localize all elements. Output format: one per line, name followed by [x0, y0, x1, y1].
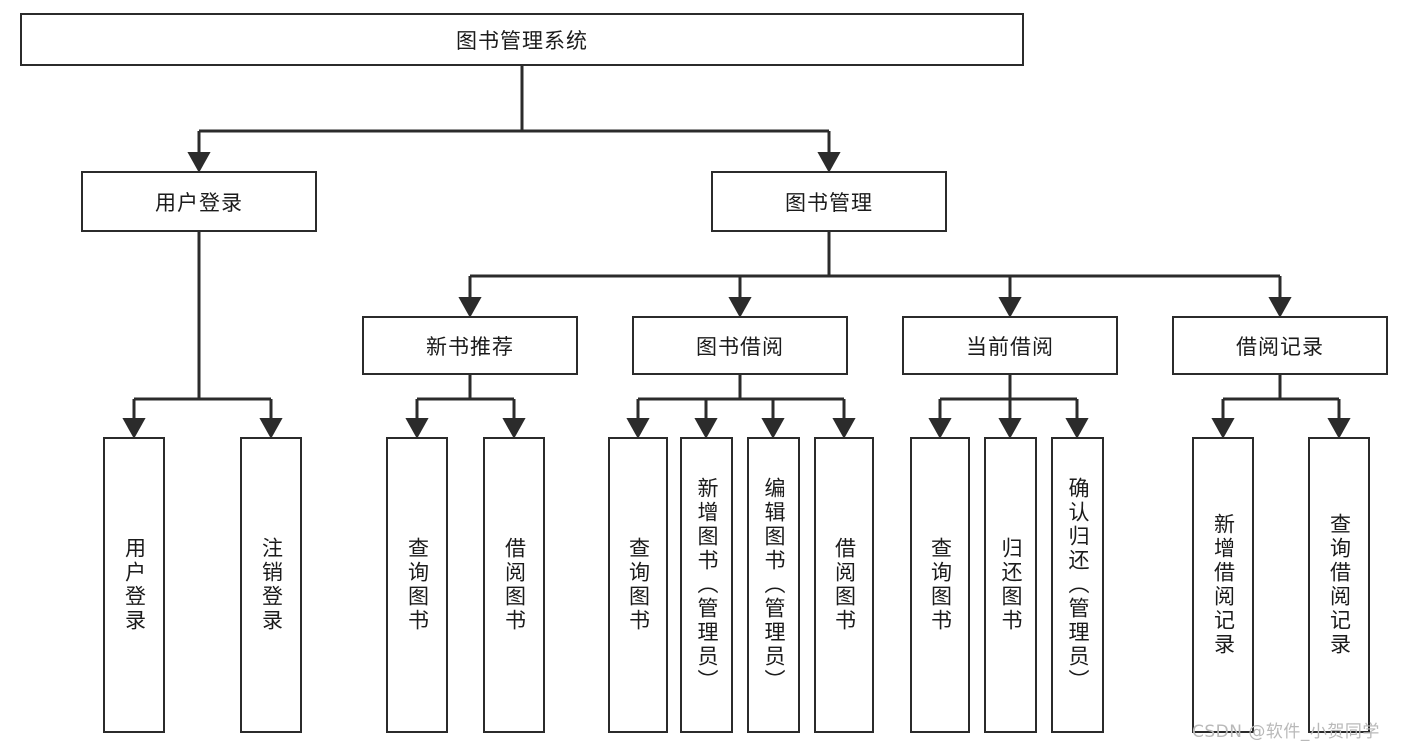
node-user-login[interactable]: 用户登录: [81, 171, 317, 232]
node-book-manage-label: 图书管理: [785, 190, 873, 215]
node-leaf-query-book-3[interactable]: 查询图书: [910, 437, 970, 733]
node-leaf-user-login[interactable]: 用户登录: [103, 437, 165, 733]
node-book-borrow[interactable]: 图书借阅: [632, 316, 848, 375]
node-leaf-query-book-1[interactable]: 查询图书: [386, 437, 448, 733]
node-leaf-edit-book[interactable]: 编辑图书（管理员）: [747, 437, 800, 733]
node-leaf-borrow-book-2[interactable]: 借阅图书: [814, 437, 874, 733]
node-leaf-add-record[interactable]: 新增借阅记录: [1192, 437, 1254, 733]
node-leaf-query-book-2[interactable]: 查询图书: [608, 437, 668, 733]
node-leaf-add-record-label: 新增借阅记录: [1211, 513, 1236, 657]
node-leaf-query-record[interactable]: 查询借阅记录: [1308, 437, 1370, 733]
csdn-watermark: CSDN @软件_小贺同学: [1192, 722, 1380, 742]
node-book-manage[interactable]: 图书管理: [711, 171, 947, 232]
node-new-book-rec[interactable]: 新书推荐: [362, 316, 578, 375]
node-leaf-confirm-return[interactable]: 确认归还（管理员）: [1051, 437, 1104, 733]
node-leaf-query-book-3-label: 查询图书: [928, 537, 953, 633]
node-book-borrow-label: 图书借阅: [696, 334, 784, 359]
node-leaf-return-book-label: 归还图书: [999, 537, 1023, 633]
node-leaf-query-book-1-label: 查询图书: [405, 537, 430, 633]
node-borrow-record-label: 借阅记录: [1236, 334, 1324, 359]
node-leaf-logout-label: 注销登录: [259, 537, 284, 633]
node-leaf-borrow-book-2-label: 借阅图书: [832, 537, 857, 633]
node-leaf-return-book[interactable]: 归还图书: [984, 437, 1037, 733]
node-root-label: 图书管理系统: [456, 28, 588, 53]
node-current-borrow[interactable]: 当前借阅: [902, 316, 1118, 375]
node-leaf-user-login-label: 用户登录: [122, 537, 147, 633]
node-leaf-query-book-2-label: 查询图书: [626, 537, 651, 633]
node-borrow-record[interactable]: 借阅记录: [1172, 316, 1388, 375]
node-leaf-borrow-book-1-label: 借阅图书: [502, 537, 527, 633]
node-leaf-confirm-return-label: 确认归还（管理员）: [1066, 477, 1090, 693]
node-root[interactable]: 图书管理系统: [20, 13, 1024, 66]
node-leaf-edit-book-label: 编辑图书（管理员）: [762, 477, 786, 693]
node-user-login-label: 用户登录: [155, 190, 243, 215]
node-new-book-rec-label: 新书推荐: [426, 334, 514, 359]
node-current-borrow-label: 当前借阅: [966, 334, 1054, 359]
node-leaf-logout[interactable]: 注销登录: [240, 437, 302, 733]
node-leaf-borrow-book-1[interactable]: 借阅图书: [483, 437, 545, 733]
node-leaf-query-record-label: 查询借阅记录: [1327, 513, 1352, 657]
node-leaf-add-book[interactable]: 新增图书（管理员）: [680, 437, 733, 733]
node-leaf-add-book-label: 新增图书（管理员）: [695, 477, 719, 693]
